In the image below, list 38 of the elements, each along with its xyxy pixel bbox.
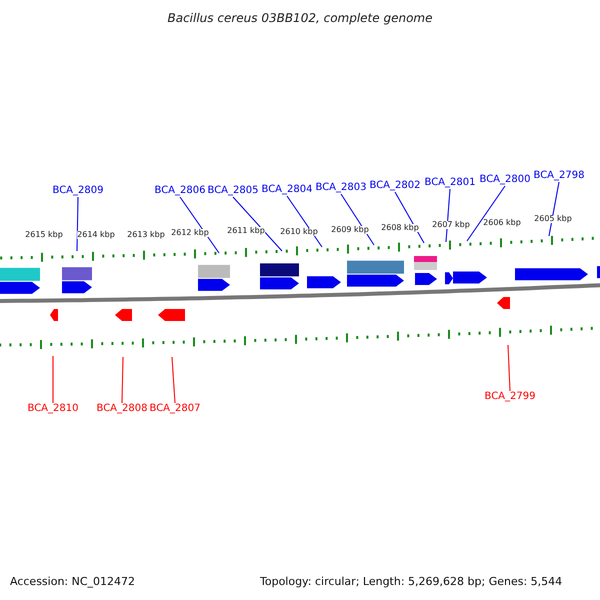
position-label: 2613 kbp xyxy=(127,231,165,239)
footer-text: Topology: circular; Length: 5,269,628 bp; Genes: 5,544 xyxy=(260,576,562,587)
position-label: 2606 kbp xyxy=(483,219,521,227)
leader-line xyxy=(466,186,506,242)
gene-label: BCA_2808 xyxy=(96,404,148,414)
footer-text: Accession: NC_012472 xyxy=(10,576,136,587)
position-label: 2609 kbp xyxy=(331,226,369,234)
gene-label: BCA_2809 xyxy=(52,186,104,196)
leader-line xyxy=(76,196,78,252)
position-label: 2607 kbp xyxy=(432,221,470,229)
gene-label: BCA_2802 xyxy=(370,181,420,191)
position-label: 2608 kbp xyxy=(381,224,419,232)
position-label: 2614 kbp xyxy=(77,231,115,239)
title: Bacillus cereus 03BB102, complete genome xyxy=(166,12,434,24)
leader-line xyxy=(286,196,322,248)
position-label: 2611 kbp xyxy=(227,227,265,235)
gene-label: BCA_2801 xyxy=(424,178,476,188)
gene-label: BCA_2807 xyxy=(150,404,200,414)
gene-label: BCA_2804 xyxy=(262,185,312,195)
gene-label: BCA_2800 xyxy=(480,175,530,185)
gene-label: BCA_2806 xyxy=(154,186,206,196)
position-label: 2610 kbp xyxy=(280,228,318,236)
leader-line xyxy=(52,356,54,404)
leader-line xyxy=(122,356,124,404)
leader-line xyxy=(232,196,282,252)
gene-label: BCA_2803 xyxy=(316,183,366,193)
gene-label: BCA_2798 xyxy=(534,171,584,181)
gene-label: BCA_2810 xyxy=(28,404,78,414)
position-label: 2612 kbp xyxy=(171,229,209,237)
gene-label: BCA_2799 xyxy=(484,392,536,402)
leader-line xyxy=(340,194,374,246)
leader-line xyxy=(180,196,220,254)
position-label: 2615 kbp xyxy=(25,231,63,239)
leader-line xyxy=(394,192,424,244)
leader-line xyxy=(172,356,176,404)
gene-label: BCA_2805 xyxy=(208,186,258,196)
position-label: 2605 kbp xyxy=(534,215,572,223)
leader-line xyxy=(508,344,510,392)
